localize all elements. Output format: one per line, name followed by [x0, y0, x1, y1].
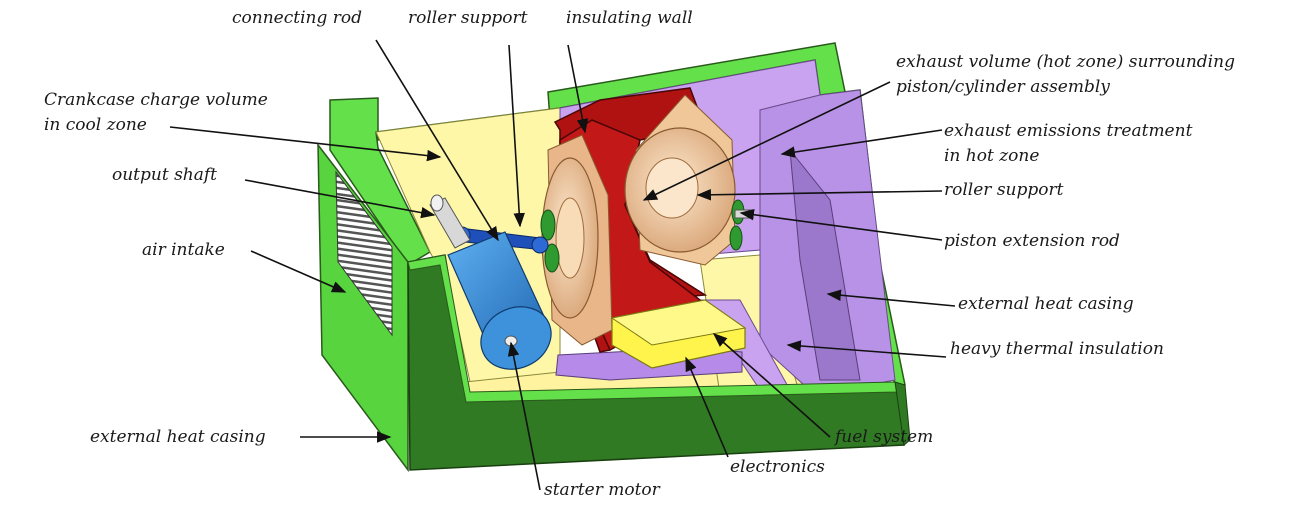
label-crankcase-line2: in cool zone [44, 115, 147, 135]
output-shaft-tip [430, 194, 444, 212]
fuel-system-top [610, 299, 747, 346]
roller-left-bottom [544, 243, 560, 273]
label-exhaust-emissions-line1: exhaust emissions treatment [944, 121, 1193, 141]
roller-left-top [540, 209, 556, 241]
label-fuel-system: fuel system [835, 427, 934, 447]
leader-lines [169, 39, 956, 491]
label-external-heat-casing-right: external heat casing [958, 294, 1134, 314]
casing-right-end [894, 381, 911, 446]
label-heavy-thermal-insulation: heavy thermal insulation [950, 339, 1164, 359]
label-insulating-wall: insulating wall [566, 8, 693, 28]
label-exhaust-volume-line1: exhaust volume (hot zone) surrounding [896, 52, 1235, 72]
label-exhaust-volume: exhaust volume (hot zone) surrounding pi… [896, 50, 1235, 100]
cylinder-left-hub [555, 197, 585, 279]
label-crankcase: Crankcase charge volume in cool zone [44, 88, 268, 138]
label-piston-extension-rod: piston extension rod [944, 231, 1120, 251]
label-exhaust-emissions-line2: in hot zone [944, 146, 1040, 166]
rod-pin-right [531, 236, 549, 254]
label-roller-support-right: roller support [944, 180, 1064, 200]
label-starter-motor: starter motor [544, 480, 660, 500]
label-external-heat-casing-left: external heat casing [90, 427, 266, 447]
label-crankcase-line1: Crankcase charge volume [44, 90, 268, 110]
label-exhaust-volume-line2: piston/cylinder assembly [896, 77, 1110, 97]
label-electronics: electronics [730, 457, 825, 477]
label-output-shaft: output shaft [112, 165, 218, 185]
label-roller-support-top: roller support [408, 8, 528, 28]
roller-right-bottom [729, 225, 743, 251]
label-exhaust-emissions: exhaust emissions treatment in hot zone [944, 119, 1192, 169]
label-connecting-rod: connecting rod [232, 8, 362, 28]
exhaust-treatment-panel [789, 148, 861, 381]
air-intake-grille [335, 170, 393, 337]
cylinder-right-hub [645, 157, 699, 219]
label-air-intake: air intake [142, 240, 225, 260]
